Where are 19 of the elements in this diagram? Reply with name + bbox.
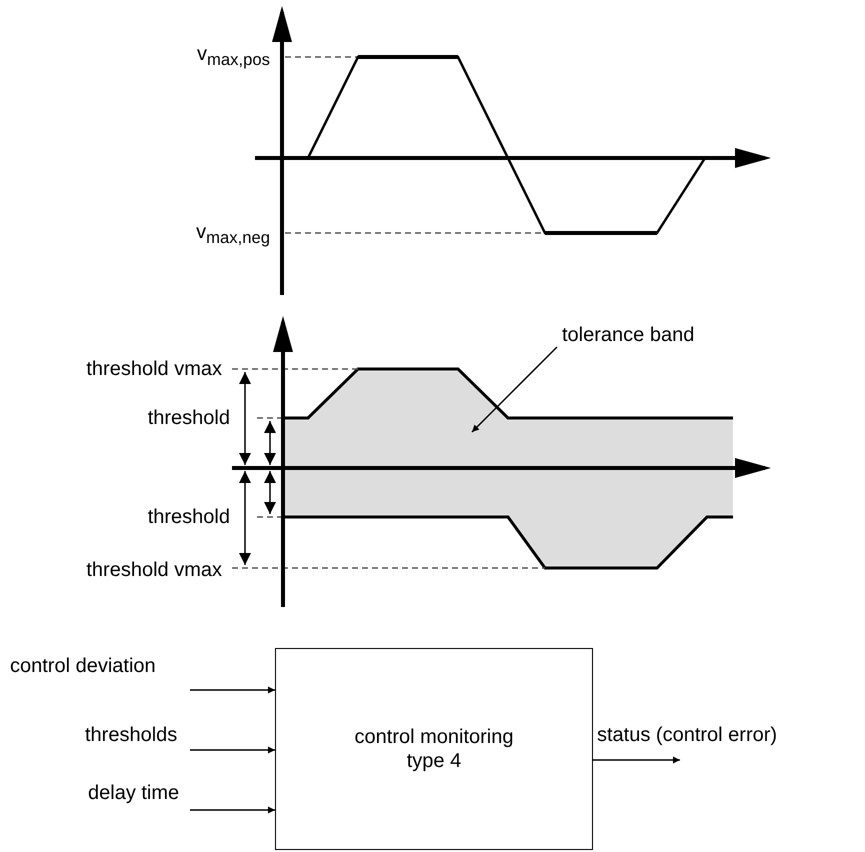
edge-label: delay time — [88, 782, 180, 804]
arrow — [190, 686, 275, 694]
threshold-label: threshold — [148, 407, 230, 429]
edge-label: status (control error) — [597, 724, 778, 746]
process-box — [275, 648, 593, 850]
box-title: control monitoring type 4 — [354, 725, 514, 773]
tolerance-band-area — [283, 368, 733, 570]
threshold-label: threshold vmax — [86, 358, 222, 380]
arrow — [190, 746, 275, 754]
arrow — [190, 806, 275, 814]
edge-label: thresholds — [85, 724, 178, 746]
leader-arrow — [471, 346, 558, 433]
threshold-label: threshold — [148, 506, 230, 528]
edge-label: control deviation — [10, 655, 156, 677]
axis-value-label: v$_{max,pos}$ — [197, 43, 270, 71]
threshold-label: threshold vmax — [86, 559, 222, 581]
callout-label: tolerance band — [562, 324, 694, 346]
arrow — [593, 756, 680, 764]
axis-value-label: v$_{max,neg}$ — [196, 221, 270, 249]
